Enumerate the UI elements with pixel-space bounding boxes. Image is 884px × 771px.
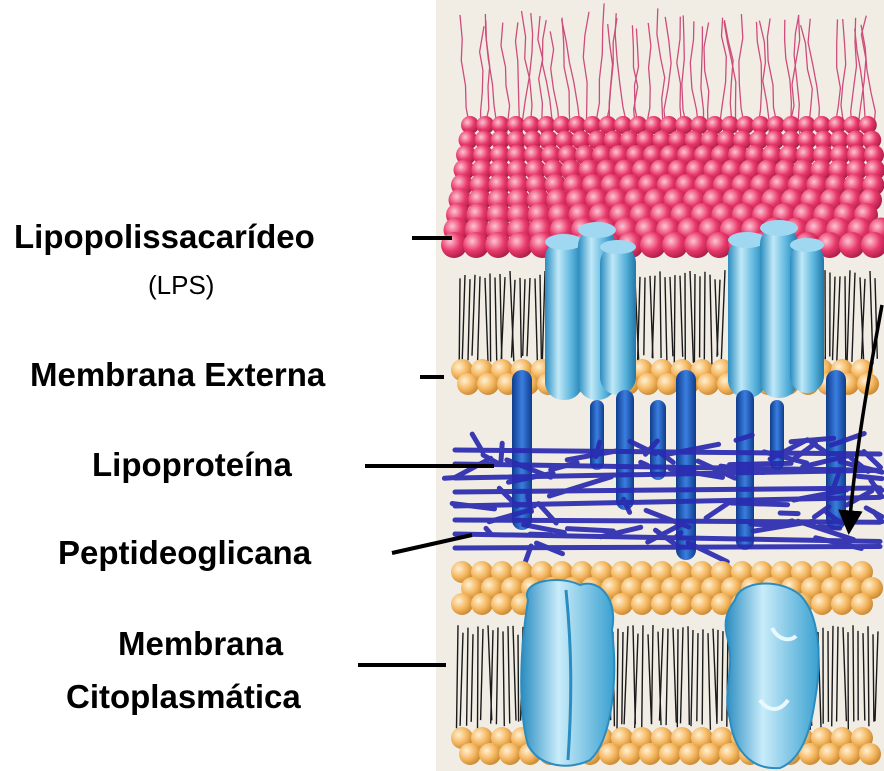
label-membrana-externa: Membrana Externa	[30, 358, 325, 391]
phospholipid-head	[839, 743, 861, 765]
phospholipid-head	[819, 743, 841, 765]
porin-protein-right	[728, 220, 824, 398]
phospholipid-head	[637, 373, 659, 395]
phospholipid-head	[471, 593, 493, 615]
phospholipid-head	[831, 593, 853, 615]
phospholipid-head	[639, 743, 661, 765]
phospholipid-head	[491, 593, 513, 615]
lps-head	[684, 232, 710, 258]
phospholipid-head	[477, 373, 499, 395]
phospholipid-head	[699, 743, 721, 765]
phospholipid-head	[697, 373, 719, 395]
phospholipid-head	[679, 743, 701, 765]
label-lps-abbreviation: (LPS)	[148, 272, 214, 298]
phospholipid-head	[631, 593, 653, 615]
label-lipopolissacarideo: Lipopolissacarídeo	[14, 220, 315, 253]
phospholipid-head	[691, 593, 713, 615]
phospholipid-head	[659, 743, 681, 765]
phospholipid-head	[851, 593, 873, 615]
phospholipid-head	[451, 593, 473, 615]
phospholipid-head	[479, 743, 501, 765]
phospholipid-head	[457, 373, 479, 395]
membrane-protein-right	[726, 584, 819, 769]
phospholipid-head	[499, 743, 521, 765]
porin-protein-left	[545, 222, 636, 400]
label-membrana-citoplasmatica-line2: Citoplasmática	[66, 680, 301, 713]
cytoplasmic-membrane-outer-heads	[451, 561, 883, 615]
lps-head-layer	[441, 116, 884, 258]
phospholipid-head	[459, 743, 481, 765]
phospholipid-head	[599, 743, 621, 765]
membrane-protein-left	[521, 580, 614, 766]
phospholipid-head	[611, 593, 633, 615]
phospholipid-head	[671, 593, 693, 615]
phospholipid-head	[859, 743, 881, 765]
phospholipid-head	[651, 593, 673, 615]
phospholipid-head	[657, 373, 679, 395]
lps-head	[507, 232, 533, 258]
cytoplasmic-membrane-inner-heads	[451, 727, 881, 765]
label-lipoproteina: Lipoproteína	[92, 448, 292, 481]
label-membrana-citoplasmatica-line1: Membrana	[118, 627, 283, 660]
lps-head	[839, 232, 865, 258]
phospholipid-head	[811, 593, 833, 615]
label-peptideoglicana: Peptideoglicana	[58, 536, 311, 569]
phospholipid-head	[619, 743, 641, 765]
